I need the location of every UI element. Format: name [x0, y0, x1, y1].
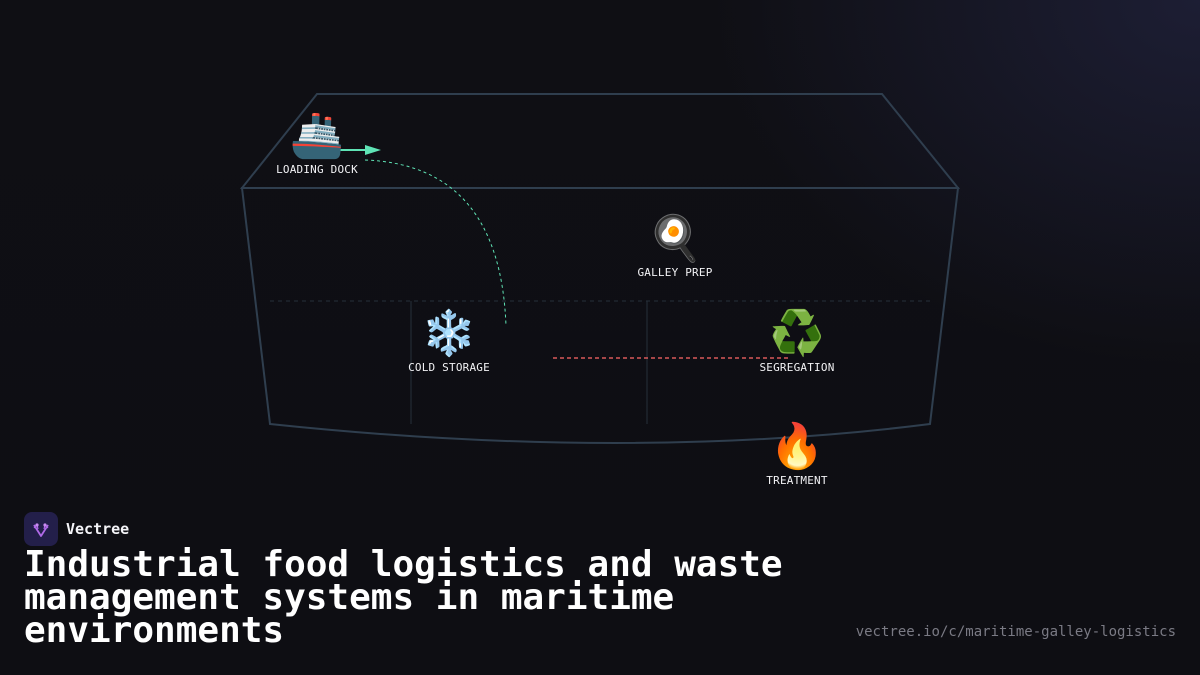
node-cold-storage: ❄️ COLD STORAGE — [369, 308, 529, 375]
brand-name: Vectree — [66, 520, 130, 538]
recycle-icon: ♻️ — [769, 308, 825, 359]
node-label: LOADING DOCK — [276, 163, 358, 176]
node-galley-prep: 🍳 GALLEY PREP — [595, 213, 755, 280]
node-label: GALLEY PREP — [637, 266, 713, 279]
frying-pan-icon: 🍳 — [647, 213, 703, 264]
fire-icon: 🔥 — [769, 421, 825, 472]
node-loading-dock: 🚢 LOADING DOCK — [237, 110, 397, 177]
snowflake-icon: ❄️ — [421, 308, 477, 359]
node-label: TREATMENT — [766, 474, 828, 487]
node-label: COLD STORAGE — [408, 361, 490, 374]
page-title: Industrial food logistics and waste mana… — [24, 544, 783, 651]
vectree-logo-icon — [24, 512, 58, 546]
brand[interactable]: Vectree — [24, 512, 129, 546]
hull-outline — [240, 187, 960, 444]
source-url[interactable]: vectree.io/c/maritime-galley-logistics — [855, 624, 1176, 640]
supply-arrow-head — [365, 145, 381, 155]
ship-icon: 🚢 — [289, 110, 345, 161]
node-segregation: ♻️ SEGREGATION — [717, 308, 877, 375]
node-treatment: 🔥 TREATMENT — [717, 421, 877, 488]
node-label: SEGREGATION — [759, 361, 835, 374]
flow-to-cold-storage — [364, 159, 507, 327]
